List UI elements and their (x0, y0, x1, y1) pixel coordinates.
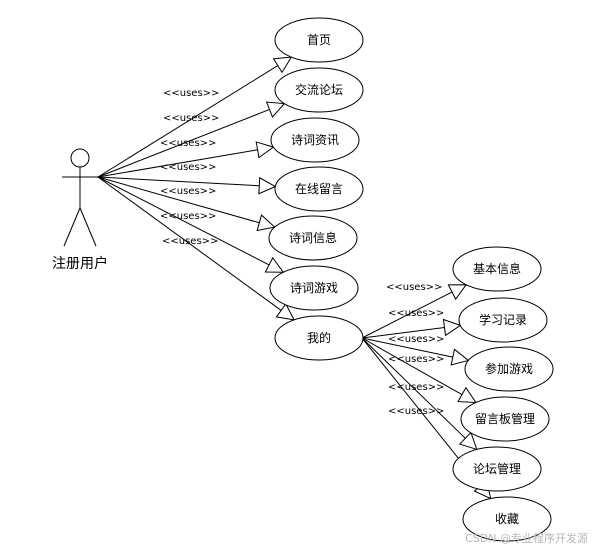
assoc-study-record-arrowhead (442, 318, 462, 337)
use-case-online-message: 在线留言 (274, 166, 364, 212)
use-case-mine-label: 我的 (307, 330, 331, 345)
uses-label-favorites: <<uses>> (388, 406, 444, 417)
use-case-favorites-label: 收藏 (495, 512, 519, 526)
actor-left-leg (63, 207, 81, 247)
use-case-study-record-label: 学习记录 (479, 312, 527, 327)
use-case-mine: 我的 (274, 315, 364, 361)
use-case-board-manage: 留言板管理 (460, 396, 550, 442)
assoc-online-message-line (97, 176, 260, 187)
assoc-basic-info-arrowhead (447, 284, 468, 301)
assoc-poem-news-arrowhead (255, 141, 275, 159)
uses-label-home: <<uses>> (163, 88, 219, 99)
use-case-join-game: 参加游戏 (464, 346, 554, 392)
uses-label-mine: <<uses>> (162, 236, 218, 247)
assoc-forum-manage-line (361, 337, 466, 439)
use-case-forum: 交流论坛 (274, 67, 364, 113)
assoc-study-record-line (361, 326, 445, 339)
actor-name: 注册用户 (52, 255, 108, 272)
use-case-basic-info-ellipse (452, 246, 542, 292)
use-case-forum-label: 交流论坛 (295, 82, 343, 97)
use-case-study-record: 学习记录 (458, 297, 548, 343)
watermark: CSDN @专业程序开发源 (465, 531, 588, 545)
use-case-forum-manage: 论坛管理 (452, 446, 542, 492)
uses-label-study-record: <<uses>> (388, 308, 444, 319)
use-case-favorites: 收藏 (462, 496, 552, 542)
assoc-mine-line (97, 176, 282, 311)
use-case-basic-info: 基本信息 (452, 246, 542, 292)
assoc-home-arrowhead (272, 56, 293, 74)
use-case-online-message-label: 在线留言 (295, 182, 343, 196)
assoc-online-message-arrowhead (258, 176, 277, 195)
assoc-board-manage-arrowhead (457, 386, 477, 404)
use-case-board-manage-label: 留言板管理 (475, 411, 535, 426)
uses-label-board-manage: <<uses>> (388, 354, 444, 365)
uses-label-poem-news: <<uses>> (160, 138, 216, 149)
use-case-home-ellipse (274, 17, 364, 63)
use-case-forum-manage-ellipse (452, 446, 542, 492)
assoc-basic-info-line (361, 291, 453, 339)
use-case-poem-news-ellipse (270, 117, 360, 163)
uses-label-forum: <<uses>> (163, 113, 219, 124)
use-case-join-game-label: 参加游戏 (485, 361, 533, 376)
uses-label-poem-game: <<uses>> (160, 211, 216, 222)
assoc-poem-game-arrowhead (264, 256, 285, 273)
use-case-online-message-ellipse (274, 166, 364, 212)
use-case-mine-ellipse (274, 315, 364, 361)
assoc-forum-line (97, 109, 270, 178)
assoc-mine-arrowhead (275, 303, 296, 321)
use-case-forum-manage-label: 论坛管理 (473, 461, 521, 476)
actor-right-leg (79, 207, 97, 247)
assoc-join-game-arrowhead (450, 348, 470, 366)
use-case-poem-game: 诗词游戏 (269, 265, 359, 311)
use-case-poem-info-label: 诗词信息 (289, 230, 337, 245)
use-case-poem-info: 诗词信息 (268, 215, 358, 261)
use-case-favorites-ellipse (462, 496, 552, 542)
assoc-forum-manage-arrowhead (458, 431, 478, 451)
assoc-board-manage-line (361, 337, 463, 396)
use-case-home: 首页 (274, 17, 364, 63)
uses-label-join-game: <<uses>> (388, 334, 444, 345)
use-case-study-record-ellipse (458, 297, 548, 343)
uses-label-poem-info: <<uses>> (160, 186, 216, 197)
use-case-home-label: 首页 (307, 33, 331, 47)
actor-head (70, 148, 90, 168)
use-case-board-manage-ellipse (460, 396, 550, 442)
use-case-join-game-ellipse (464, 346, 554, 392)
use-case-poem-news: 诗词资讯 (270, 117, 360, 163)
use-case-basic-info-label: 基本信息 (473, 261, 521, 276)
assoc-poem-info-arrowhead (256, 214, 276, 232)
assoc-join-game-line (361, 337, 453, 358)
assoc-forum-arrowhead (265, 101, 286, 118)
assoc-poem-news-line (97, 149, 258, 178)
use-case-poem-news-label: 诗词资讯 (291, 133, 339, 147)
use-case-poem-game-ellipse (269, 265, 359, 311)
uses-label-forum-manage: <<uses>> (388, 382, 444, 393)
uses-label-basic-info: <<uses>> (386, 282, 442, 293)
actor-figure (62, 148, 98, 247)
use-case-poem-game-label: 诗词游戏 (290, 281, 338, 295)
assoc-home-line (97, 65, 279, 178)
uses-labels: <<uses>> <<uses>> <<uses>> <<uses>> <<uses>>… (160, 88, 444, 417)
assoc-poem-game-line (97, 176, 270, 266)
use-case-forum-ellipse (274, 67, 364, 113)
assoc-poem-info-line (97, 176, 260, 224)
uses-label-online-message: <<uses>> (160, 162, 216, 173)
use-case-poem-info-ellipse (268, 215, 358, 261)
